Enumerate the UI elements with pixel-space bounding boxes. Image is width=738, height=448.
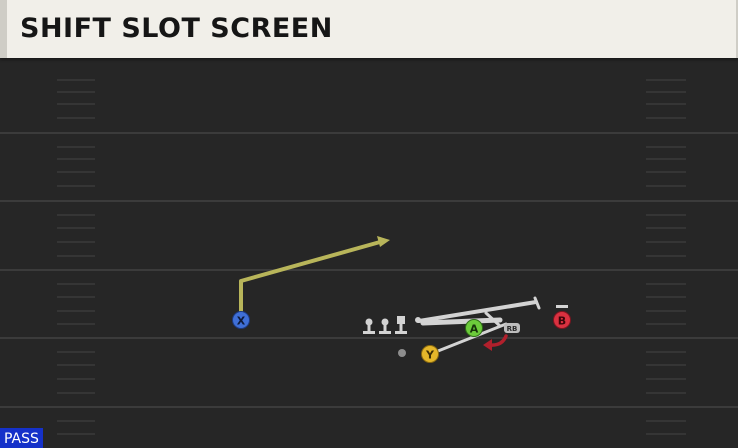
banner-accent	[0, 0, 7, 58]
route-a-screen	[415, 296, 541, 328]
player-y-label: Y	[425, 349, 435, 362]
yard-lines	[0, 132, 738, 408]
route-y	[436, 322, 508, 353]
player-x[interactable]: X	[232, 311, 250, 329]
player-b-label: B	[558, 315, 566, 328]
running-back-tag: RB	[507, 325, 518, 333]
route-x	[239, 236, 390, 321]
center-snap	[395, 316, 407, 334]
play-title: SHIFT SLOT SCREEN	[20, 13, 333, 44]
player-y[interactable]: Y	[421, 345, 439, 363]
play-title-banner: SHIFT SLOT SCREEN	[0, 0, 738, 58]
motion-arrow	[483, 334, 508, 351]
player-b[interactable]: B	[553, 311, 571, 329]
player-x-label: X	[237, 315, 246, 328]
offensive-line	[363, 316, 407, 334]
play-type-badge: PASS	[0, 428, 43, 448]
lineman-guard-left	[379, 318, 391, 334]
lineman-tackle-left	[363, 318, 375, 334]
player-a[interactable]: A	[465, 319, 483, 337]
hash-marks-left	[57, 79, 95, 435]
quarterback-dot	[398, 349, 406, 357]
b-block-marker	[556, 305, 568, 308]
hash-marks-right	[646, 79, 686, 435]
running-back-marker	[504, 323, 520, 333]
player-a-label: A	[470, 323, 479, 336]
